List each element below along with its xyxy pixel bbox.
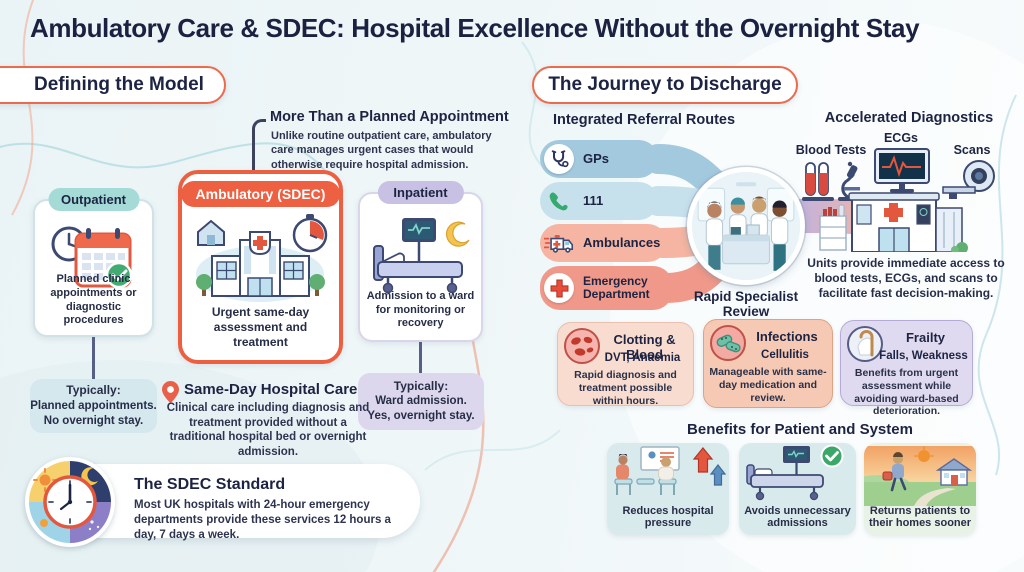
frailty-subtitle: Falls, Weakness xyxy=(879,350,968,362)
route-111-label: 111 xyxy=(583,193,604,209)
benefit-label-returns-home: Returns patients to their homes sooner xyxy=(868,504,972,530)
calendar-clock-icon xyxy=(51,226,133,289)
condition-card-infections: Infections Cellulitis Manageable with sa… xyxy=(703,319,833,408)
blood-cells-icon xyxy=(564,328,600,364)
hospital-bed-icon xyxy=(373,218,470,294)
day-night-clock-icon xyxy=(25,457,115,547)
ambulatory-card-desc: Urgent same-day assessment and treatment xyxy=(211,305,310,349)
typically-label: Typically: xyxy=(393,378,449,393)
bacteria-icon xyxy=(710,325,746,361)
ambulatory-card-header: Ambulatory (SDEC) xyxy=(180,181,341,207)
hospital-building-icon xyxy=(196,214,328,302)
typically-line: No overnight stay. xyxy=(43,414,144,427)
inpatient-connector-line xyxy=(419,342,422,373)
rapid-specialist-review-label: Rapid Specialist Review xyxy=(693,289,799,320)
route-111: 111 xyxy=(540,182,658,220)
route-ambulances: Ambulances xyxy=(540,224,667,262)
benefit-card-returns-home: Returns patients to their homes sooner xyxy=(864,443,976,535)
diagnostics-body: Units provide immediate access to blood … xyxy=(807,256,1005,300)
accelerated-diagnostics-title: Accelerated Diagnostics xyxy=(824,110,994,126)
callout-title: More Than a Planned Appointment xyxy=(270,109,509,125)
phone-icon xyxy=(544,186,574,216)
benefit-card-avoids-admissions: Avoids unnecessary admissions xyxy=(739,443,856,535)
outpatient-card-desc: Planned clinic appointments or diagnosti… xyxy=(50,273,137,327)
callout-body: Unlike routine outpatient care, ambulato… xyxy=(271,130,492,171)
typically-line: Ward admission. xyxy=(375,395,467,408)
same-day-care-title: Same-Day Hospital Care xyxy=(184,381,358,398)
page-title: Ambulatory Care & SDEC: Hospital Excelle… xyxy=(30,13,920,43)
typically-label: Typically: xyxy=(66,383,121,398)
infections-title: Infections xyxy=(756,329,818,344)
ambulatory-sdec-card: Ambulatory (SDEC) xyxy=(178,170,343,364)
medical-team-icon xyxy=(692,172,800,280)
scanner-icon xyxy=(942,160,995,199)
condition-card-clotting: Clotting & Blood DVT, Anaemia Rapid diag… xyxy=(557,322,694,407)
condition-card-frailty: Frailty Falls, Weakness Benefits from ur… xyxy=(840,320,973,417)
outpatient-connector-line xyxy=(92,337,95,379)
inpatient-card-header: Inpatient xyxy=(377,181,464,204)
benefit-label-reduces-pressure: Reduces hospital pressure xyxy=(622,504,714,530)
red-cross-icon xyxy=(544,273,574,303)
outpatient-typically-box: Typically: Planned appointments. No over… xyxy=(30,379,157,433)
blood-tests-icon xyxy=(802,161,866,201)
benefit-label-avoids-admissions: Avoids unnecessary admissions xyxy=(744,504,851,530)
clotting-title: Clotting & Blood xyxy=(613,332,676,362)
inpatient-card: Inpatient Admission to a ward for monito… xyxy=(358,181,483,342)
defining-model-label: Defining the Model xyxy=(34,74,204,95)
clotting-body: Rapid diagnosis and treatment possible w… xyxy=(574,369,677,407)
callout-connector-line xyxy=(252,119,266,172)
blood-tests-label: Blood Tests xyxy=(795,143,867,157)
ecgs-label: ECGs xyxy=(883,131,919,145)
walking-home-icon xyxy=(864,446,976,506)
ecg-monitor-icon xyxy=(874,148,930,193)
waiting-room-icon xyxy=(614,446,727,495)
referral-routes-title: Integrated Referral Routes xyxy=(552,112,736,128)
section-header-journey-discharge: The Journey to Discharge xyxy=(532,66,798,104)
sdec-standard-title: The SDEC Standard xyxy=(134,476,286,493)
cane-icon xyxy=(847,326,883,362)
route-emergency-label: Emergency Department xyxy=(583,274,650,301)
scans-label: Scans xyxy=(953,143,991,157)
outpatient-card-header: Outpatient xyxy=(48,188,139,211)
route-ambulances-label: Ambulances xyxy=(583,235,661,251)
stethoscope-icon xyxy=(544,144,574,174)
typically-line: Planned appointments. xyxy=(30,399,157,412)
section-header-defining-model: Defining the Model xyxy=(0,66,226,104)
frailty-body: Benefits from urgent assessment while av… xyxy=(854,367,959,418)
inpatient-card-desc: Admission to a ward for monitoring or re… xyxy=(366,289,475,330)
clotting-subtitle: DVT, Anaemia xyxy=(604,352,681,364)
frailty-title: Frailty xyxy=(905,330,945,345)
infections-body: Manageable with same-day medication and … xyxy=(709,366,827,404)
route-gps-label: GPs xyxy=(583,151,610,167)
infections-subtitle: Cellulitis xyxy=(761,349,809,361)
hospital-bed-check-icon xyxy=(746,444,844,501)
typically-line: Yes, overnight stay. xyxy=(367,410,475,423)
benefit-card-reduces-pressure: Reduces hospital pressure xyxy=(607,443,729,535)
outpatient-card: Outpatient Planned clinic appointments o… xyxy=(33,188,154,337)
rapid-specialist-review-hub xyxy=(687,167,805,285)
journey-discharge-label: The Journey to Discharge xyxy=(548,74,782,95)
same-day-care-body: Clinical care including diagnosis and tr… xyxy=(166,402,370,459)
route-gps: GPs xyxy=(540,140,658,178)
benefits-title: Benefits for Patient and System xyxy=(687,421,913,438)
route-emergency-department: Emergency Department xyxy=(540,266,673,310)
ambulance-icon xyxy=(544,228,574,258)
diagnostics-hospital-icon xyxy=(819,192,968,252)
sdec-standard-body: Most UK hospitals with 24-hour emergency… xyxy=(134,499,391,541)
location-pin-icon xyxy=(162,381,179,403)
inpatient-typically-box: Typically: Ward admission. Yes, overnigh… xyxy=(358,373,484,430)
